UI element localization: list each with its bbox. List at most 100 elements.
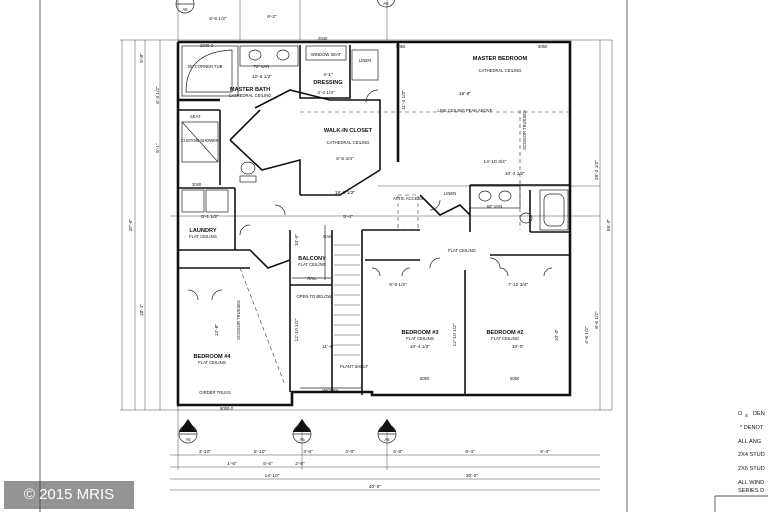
dimension: 5'-10" <box>254 449 267 455</box>
master-bedroom-sub: CATHEDRAL CEILING <box>479 68 522 73</box>
dimension: 5'-4" <box>343 214 353 220</box>
dimension: 2'-8" <box>295 461 305 467</box>
sheet-frame <box>39 0 768 512</box>
balcony-label: BALCONY <box>298 256 326 262</box>
attic-access-label: ATTIC ACCESS <box>393 196 423 201</box>
walk-in-closet-label: WALK-IN CLOSET <box>324 128 373 134</box>
door-swings <box>187 89 553 301</box>
dimension: 5'-1" <box>155 143 161 153</box>
legend-item: DEN <box>753 411 765 417</box>
marker-letter: C <box>300 428 303 433</box>
dimension: 5'-6" <box>263 461 273 467</box>
rail-label: RAIL <box>307 276 317 281</box>
master-bath-label: MASTER BATH <box>230 87 270 93</box>
dimension: 8'-6 3/4" <box>336 156 354 162</box>
dimension: 8'-6 1/2" <box>594 311 600 329</box>
dimension: 55'-0" <box>606 219 612 232</box>
section-marker-a: A A5 <box>377 419 397 444</box>
bedroom2-label: BEDROOM #2 <box>487 330 524 336</box>
legend-item: ALL WIND <box>738 480 764 486</box>
custom-shower-label: CUSTOM SHOWER <box>181 138 219 143</box>
line-ceiling-label: LINE CEILING PEAK ABOVE <box>438 108 493 113</box>
legend-item: * DENOT <box>740 425 764 431</box>
seat-label: SEAT <box>190 114 201 119</box>
master-bedroom-label: MASTER BEDROOM <box>473 56 528 62</box>
dimension: 4'-6 1/2" <box>584 326 590 344</box>
dimension: 37'-0" <box>128 219 134 232</box>
laundry-sub: FLAT CEILING <box>189 234 217 239</box>
dimension: 6'-3 1/2" <box>155 86 161 104</box>
laundry-label: LAUNDRY <box>189 228 216 234</box>
legend-sub: S <box>745 413 748 418</box>
fixture-labels: 60" CORNER TUB 72" VAN. WINDOW SEAT LINE… <box>181 52 527 395</box>
vanity-72-label: 72" VAN. <box>254 64 271 69</box>
walk-in-closet-sub: CATHEDRAL CEILING <box>327 140 370 145</box>
window-codes: 2040-2 2040 5050 5050 5050 5050 5050-2 3… <box>192 36 548 411</box>
section-marker-top-right: A5 <box>376 0 396 8</box>
window-code: 3040 <box>192 182 202 187</box>
linen2-label: LINEN <box>444 191 456 196</box>
dimension: 9'-8 1/2" <box>389 282 407 288</box>
girder-truss-label: GIRDER TRUSS <box>199 390 231 395</box>
dimension: 4'-4 1/4" <box>317 90 335 96</box>
window-seat-label: WINDOW SEAT <box>311 52 342 57</box>
dimension: 12'-10 1/2" <box>294 318 300 341</box>
legend-prefix: O <box>738 411 743 417</box>
interior-walls <box>178 45 570 395</box>
marker-sheet: A5 <box>384 437 390 442</box>
marker-letter: A <box>386 428 389 433</box>
bedroom3-sub: FLAT CEILING <box>406 336 434 341</box>
dimension: 10'-0" <box>512 344 525 350</box>
dimension: 10'-0" <box>554 329 560 342</box>
legend: O S DEN * DENOT ALL ANG 2X4 STUD 2X6 STU… <box>738 411 765 494</box>
dimension-labels: 8'-6 1/2" 8'-2" 12'-6 1/2" 18'-8" 11'-4 … <box>128 14 612 490</box>
dimension: 40'-0" <box>369 484 382 490</box>
dimension: 11'-4 1/2" <box>401 90 407 110</box>
dimension: 4'-1" <box>323 72 333 78</box>
dimension: 1'-6" <box>227 461 237 467</box>
bedroom2-sub: FLAT CEILING <box>491 336 519 341</box>
dimension: 3'-10" <box>199 449 212 455</box>
dimension: 9'-4" <box>465 449 475 455</box>
corner-tub-label: 60" CORNER TUB <box>188 64 223 69</box>
dimension: 18'-1" <box>139 304 145 317</box>
window-code: 5050 <box>420 376 430 381</box>
marker-sheet: A5 <box>185 437 191 442</box>
dimension: 30'-2" <box>466 473 479 479</box>
bedroom4-label: BEDROOM #4 <box>194 354 232 360</box>
dimension: 10'-4 1/2" <box>505 171 526 177</box>
dimension: 9'-4" <box>540 449 550 455</box>
room-labels: MASTER BEDROOM CATHEDRAL CEILING MASTER … <box>189 56 527 369</box>
window-code: 5050 <box>510 376 520 381</box>
dressing-label: DRESSING <box>313 80 342 86</box>
exterior-walls <box>176 40 572 407</box>
legend-item: 2X6 STUD <box>738 466 765 472</box>
dimension: 10'-4 1/2" <box>410 344 431 350</box>
dimension: 29'-2 1/2" <box>594 160 600 181</box>
dimension: 18'-8" <box>459 91 472 97</box>
window-code: 2040-2 <box>200 43 214 48</box>
scissor-truss-right-label: SCISSOR TRUSSES <box>522 110 527 150</box>
window-code: 5050 <box>396 44 406 49</box>
master-bath-sub: CATHEDRAL CEILING <box>229 93 272 98</box>
dimension: 12'-6 1/2" <box>252 74 273 80</box>
marker-sheet: A5 <box>182 7 188 12</box>
dimension: 5'-8" <box>393 449 403 455</box>
dimension: 14'-10 3/4" <box>484 159 507 165</box>
marker-letter: B <box>187 428 190 433</box>
legend-item: SERIES D <box>738 488 764 494</box>
section-marker-c: C A5 <box>292 419 312 444</box>
marker-sheet: A5 <box>383 1 389 6</box>
window-code: 5050-2 <box>220 406 234 411</box>
dimension: 12'-8" <box>214 324 220 337</box>
dimension: 5'-8" <box>139 53 145 63</box>
hall-bath-ceiling-label: FLAT CEILING <box>448 248 476 253</box>
section-marker-b: B A5 <box>178 419 198 444</box>
open-to-below-label: OPEN TO BELOW <box>297 294 332 299</box>
legend-item: ALL ANG <box>738 439 761 445</box>
reference-lines <box>120 0 613 491</box>
dimension: 3'-8" <box>303 449 313 455</box>
dimension: 8'-2" <box>267 14 277 20</box>
scissor-truss-left-label: SCISSOR TRUSSES <box>236 300 241 340</box>
